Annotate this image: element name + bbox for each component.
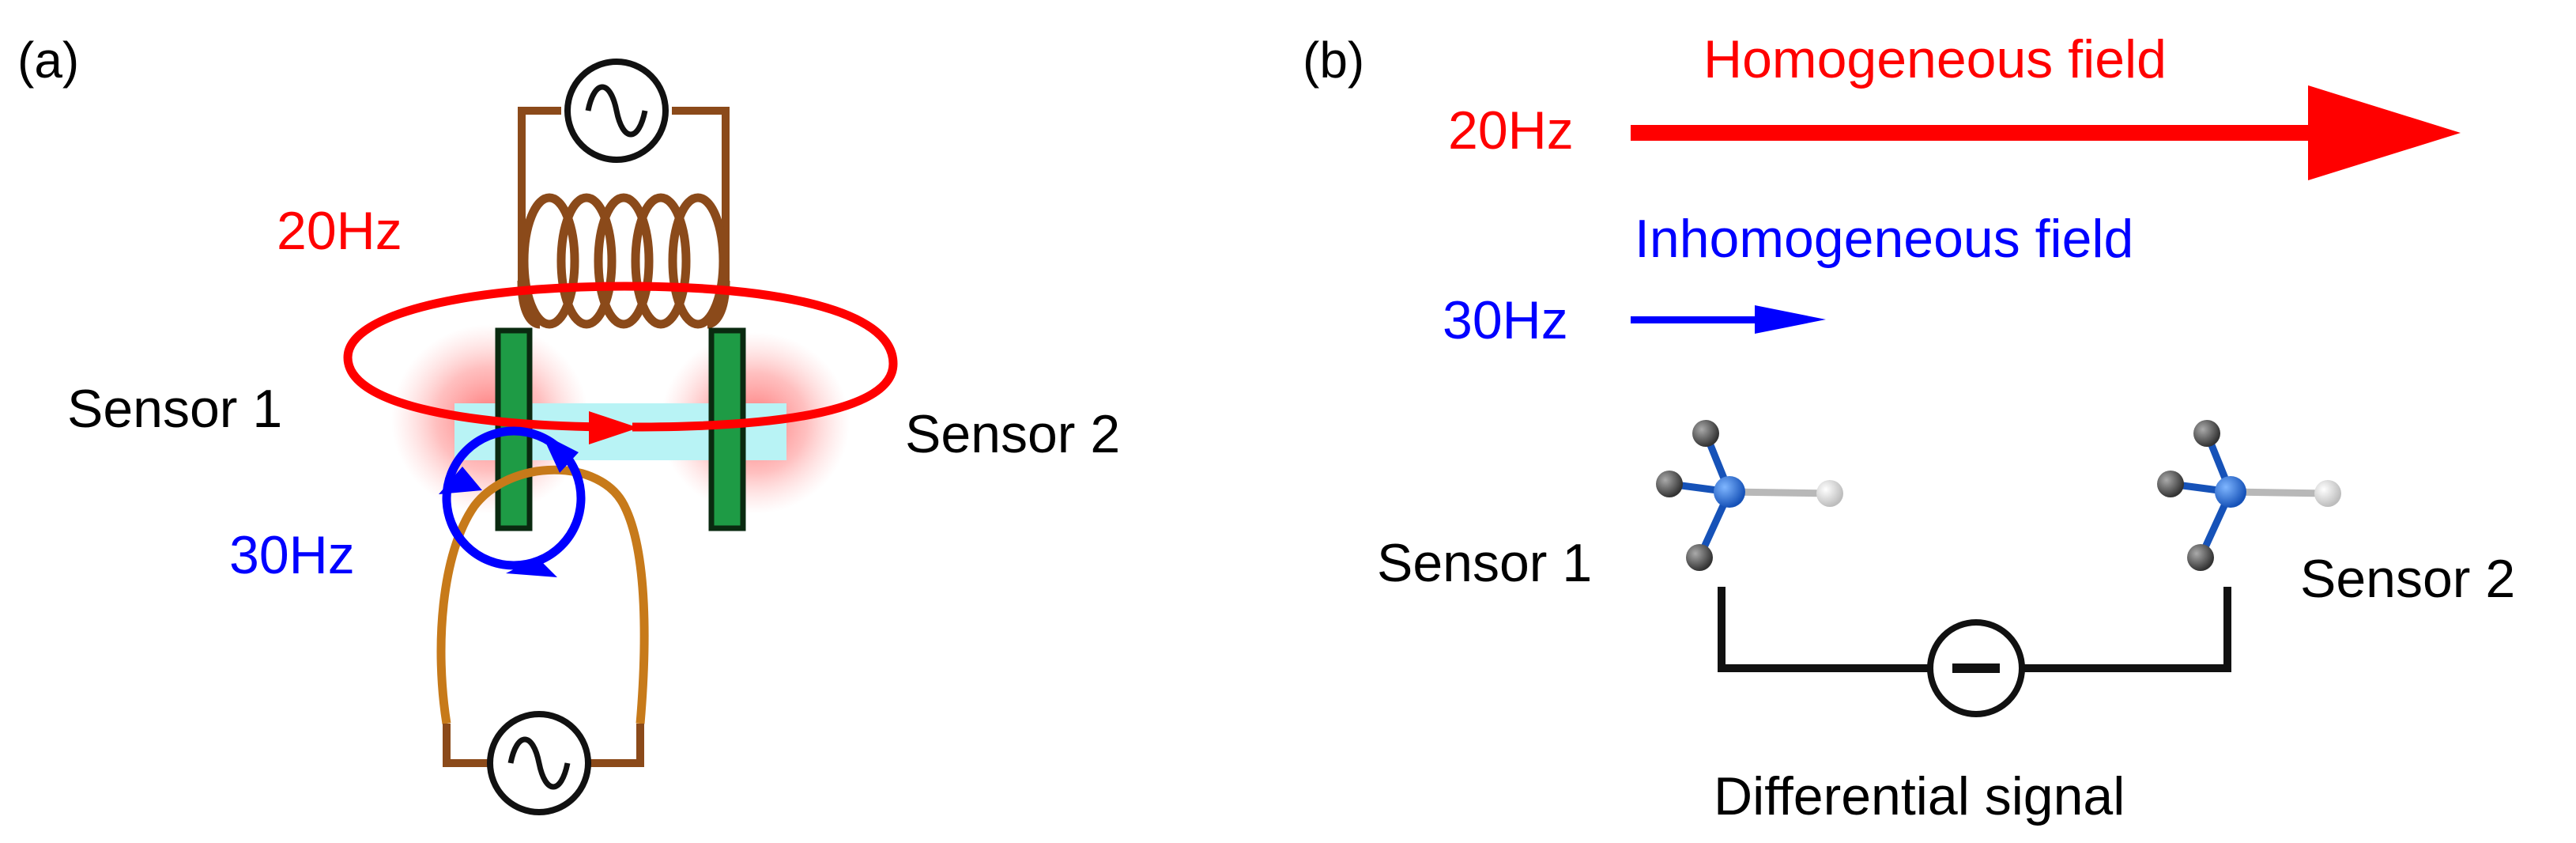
homogeneous-title: Homogeneous field <box>1703 29 2167 89</box>
sensor1-label-a: Sensor 1 <box>67 379 282 439</box>
panel-b: (b) Homogeneous field 20Hz Inhomogeneous… <box>1303 29 2515 826</box>
top-source-sine-icon <box>585 84 648 138</box>
bottom-wire-loop <box>436 465 649 724</box>
solenoid-coil <box>517 193 730 329</box>
freq-30hz-label-a: 30Hz <box>229 525 355 585</box>
bottom-source-sine-icon <box>507 736 571 790</box>
sensor2-label-b: Sensor 2 <box>2300 549 2515 609</box>
field-30hz-arrowhead-bottom <box>506 558 557 577</box>
sensor1-label-b: Sensor 1 <box>1377 533 1592 593</box>
inhomogeneous-title: Inhomogeneous field <box>1635 209 2133 269</box>
field-loop-20hz-arrowhead <box>589 411 639 444</box>
homogeneous-arrow-head <box>2308 85 2461 180</box>
differential-wire <box>1718 587 2231 672</box>
bottom-ac-source <box>443 711 644 815</box>
field-loop-20hz-back <box>632 363 898 432</box>
sensor2-label-a: Sensor 2 <box>905 404 1120 464</box>
bottom-source-wires <box>443 724 644 767</box>
sensor2-molecule-icon <box>2157 420 2341 571</box>
top-ac-source <box>518 59 730 281</box>
field-30hz-arrowhead-top <box>541 433 579 473</box>
field-30hz-arrowhead-left <box>439 467 482 494</box>
inhomogeneous-freq: 30Hz <box>1443 290 1568 350</box>
top-source-wires <box>518 107 730 281</box>
homogeneous-freq: 20Hz <box>1448 100 1574 161</box>
panel-b-label: (b) <box>1303 32 1364 89</box>
sensor1-molecule-icon <box>1656 420 1843 571</box>
sensor2-bar <box>708 327 746 531</box>
inhomogeneous-arrow-shaft <box>1631 316 1765 323</box>
differential-signal-label: Differential signal <box>1714 766 2125 826</box>
freq-20hz-label-a: 20Hz <box>277 201 402 261</box>
field-loop-20hz <box>343 282 898 432</box>
inhomogeneous-arrow-head <box>1755 305 1826 334</box>
panel-a: (a) <box>17 32 1120 815</box>
minus-icon <box>1952 663 2000 673</box>
homogeneous-arrow-shaft <box>1631 125 2326 141</box>
field-loop-30hz <box>442 426 586 570</box>
panel-a-label: (a) <box>17 32 79 89</box>
